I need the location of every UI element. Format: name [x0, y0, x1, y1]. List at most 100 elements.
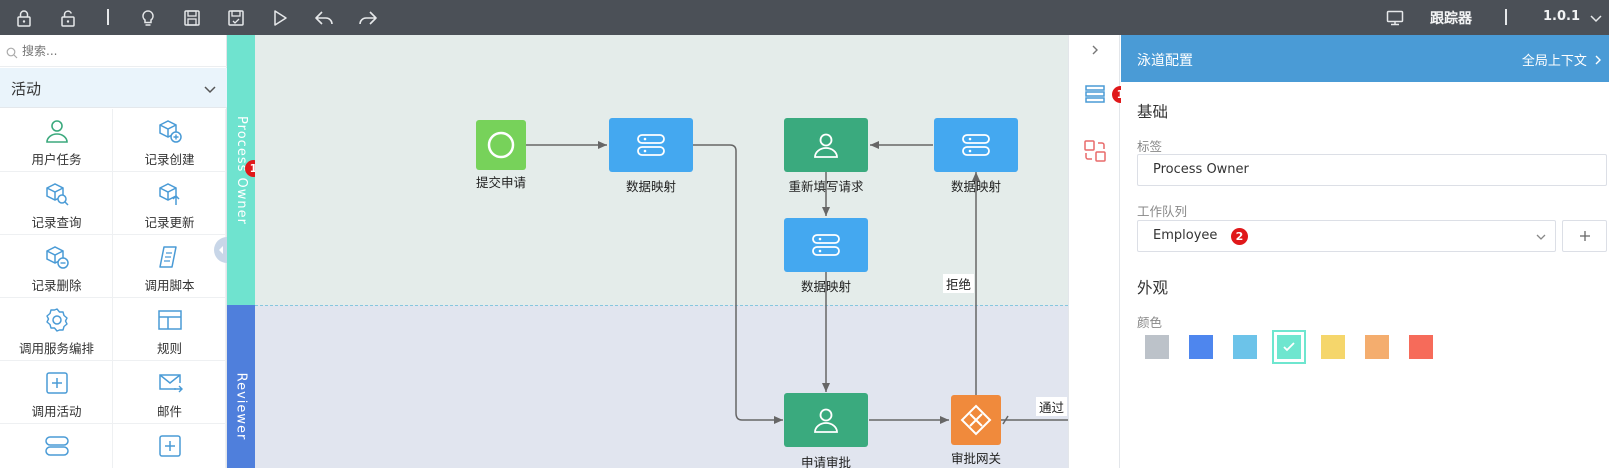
lane-config-panel: 泳道配置 全局上下文 基础 标签 Process Owner 工作队列 Empl… — [1121, 35, 1609, 468]
data-mapping-node-3-label: 数据映射 — [950, 179, 1001, 194]
side-tabs — [1068, 35, 1120, 468]
palette-item-mail[interactable]: 邮件 — [113, 361, 226, 424]
palette-item-rule[interactable]: 规则 — [113, 298, 226, 361]
user-task-approve[interactable] — [784, 393, 868, 447]
palette-item-record-delete[interactable]: 记录删除 — [0, 235, 113, 298]
color-swatch-yellow[interactable] — [1321, 335, 1345, 359]
chevron-right-icon — [1595, 55, 1601, 65]
activity-palette: 活动 用户任务 记录创建 记录查询 记录更新 — [0, 35, 227, 468]
color-swatch-light-blue[interactable] — [1233, 335, 1257, 359]
section-basic-title: 基础 — [1137, 103, 1169, 121]
chevron-down-icon[interactable] — [1584, 6, 1608, 30]
collapse-panel-button[interactable] — [1069, 35, 1120, 65]
start-event[interactable] — [476, 120, 526, 170]
user-task-resubmit[interactable] — [784, 118, 868, 172]
data-mapping-node-1[interactable] — [609, 118, 693, 172]
record-update-icon — [159, 183, 180, 205]
exchange-icon — [1083, 140, 1106, 162]
edge-map1-to-approve[interactable] — [692, 144, 783, 424]
palette-search — [0, 35, 227, 67]
exclusive-gateway[interactable] — [951, 395, 1001, 445]
redo-icon[interactable] — [356, 6, 380, 30]
save-as-icon[interactable] — [224, 6, 248, 30]
palette-collapse-handle[interactable] — [214, 237, 228, 263]
user-icon — [814, 133, 838, 158]
tab-lane-config[interactable] — [1069, 70, 1120, 118]
rule-icon — [158, 310, 182, 330]
monitor-icon[interactable] — [1383, 6, 1407, 30]
user-task-approve-label: 申请审批 — [800, 455, 851, 468]
color-swatch-orange[interactable] — [1365, 335, 1389, 359]
toolbar-separator-right — [1505, 9, 1507, 25]
palette-item-record-update[interactable]: 记录更新 — [113, 172, 226, 235]
section-appearance-title: 外观 — [1137, 279, 1169, 297]
global-context-link[interactable]: 全局上下文 — [1522, 50, 1603, 69]
undo-icon[interactable] — [312, 6, 336, 30]
chevron-down-icon — [203, 81, 217, 100]
palette-item-call-script[interactable]: 调用脚本 — [113, 235, 226, 298]
panel-title: 泳道配置 — [1137, 53, 1193, 69]
edge-label-reject: 拒绝 — [943, 274, 975, 293]
save-icon[interactable] — [180, 6, 204, 30]
palette-item-label: 记录创建 — [144, 152, 195, 167]
tab-flow-variables[interactable] — [1069, 127, 1120, 175]
lightbulb-icon[interactable] — [136, 6, 160, 30]
caret-left-icon — [219, 246, 223, 254]
unlock-icon[interactable] — [56, 6, 80, 30]
tracker-title[interactable]: 跟踪器 — [1430, 11, 1472, 27]
data-mapping-icon — [962, 134, 990, 156]
tag-input[interactable]: Process Owner — [1137, 154, 1607, 186]
palette-item-call-service[interactable]: 调用服务编排 — [0, 298, 113, 361]
lane-reviewer[interactable] — [255, 305, 1068, 468]
data-mapping-icon — [637, 134, 665, 156]
color-swatch-selected-frame[interactable] — [1272, 330, 1306, 364]
palette-item-call-activity[interactable]: 调用活动 — [0, 361, 113, 424]
color-swatch-gray[interactable] — [1145, 335, 1169, 359]
add-queue-button[interactable] — [1562, 220, 1607, 252]
palette-item-label: 规则 — [156, 341, 182, 356]
color-swatch-blue[interactable] — [1189, 335, 1213, 359]
tag-label: 标签 — [1137, 139, 1163, 154]
check-icon — [1283, 342, 1295, 352]
lane-header-reviewer[interactable]: Reviewer — [227, 305, 255, 468]
color-swatch-teal[interactable] — [1277, 335, 1301, 359]
diagram-edges — [526, 141, 1068, 425]
plus-box-icon — [159, 435, 181, 457]
palette-item-data-mapping[interactable] — [0, 424, 113, 468]
category-activities[interactable]: 活动 — [0, 68, 227, 108]
color-label: 颜色 — [1137, 315, 1163, 330]
palette-item-subprocess[interactable] — [113, 424, 226, 468]
data-mapping-node-2[interactable] — [784, 218, 868, 272]
queue-label: 工作队列 — [1137, 204, 1188, 219]
user-icon — [46, 120, 68, 143]
run-icon[interactable] — [268, 6, 292, 30]
palette-item-record-create[interactable]: 记录创建 — [113, 109, 226, 172]
palette-item-user-task[interactable]: 用户任务 — [0, 109, 113, 172]
data-mapping-node-3[interactable] — [934, 118, 1018, 172]
palette-item-record-query[interactable]: 记录查询 — [0, 172, 113, 235]
category-label: 活动 — [11, 80, 42, 98]
search-input[interactable] — [22, 41, 217, 61]
palette-item-label: 邮件 — [156, 404, 182, 419]
queue-select-value: Employee — [1153, 228, 1218, 243]
version-label[interactable]: 1.0.1 — [1543, 9, 1581, 24]
palette-item-label: 记录更新 — [144, 215, 195, 230]
palette-item-label: 调用服务编排 — [18, 341, 94, 356]
queue-select[interactable]: Employee — [1137, 220, 1556, 252]
lanes-icon — [1084, 85, 1105, 103]
toolbar: 跟踪器 1.0.1 — [0, 0, 1609, 35]
record-create-icon — [159, 120, 182, 143]
search-icon — [6, 44, 18, 63]
data-mapping-node-2-label: 数据映射 — [800, 279, 851, 294]
lock-icon[interactable] — [12, 6, 36, 30]
script-icon — [159, 246, 177, 268]
plus-box-icon — [46, 372, 68, 394]
data-mapping-icon — [812, 234, 840, 256]
color-swatch-red[interactable] — [1409, 335, 1433, 359]
circle-icon — [487, 131, 515, 159]
user-task-resubmit-label: 重新填写请求 — [788, 179, 864, 194]
queue-badge: 2 — [1231, 228, 1248, 245]
global-context-label: 全局上下文 — [1521, 54, 1587, 69]
start-event-label: 提交申请 — [475, 175, 526, 190]
